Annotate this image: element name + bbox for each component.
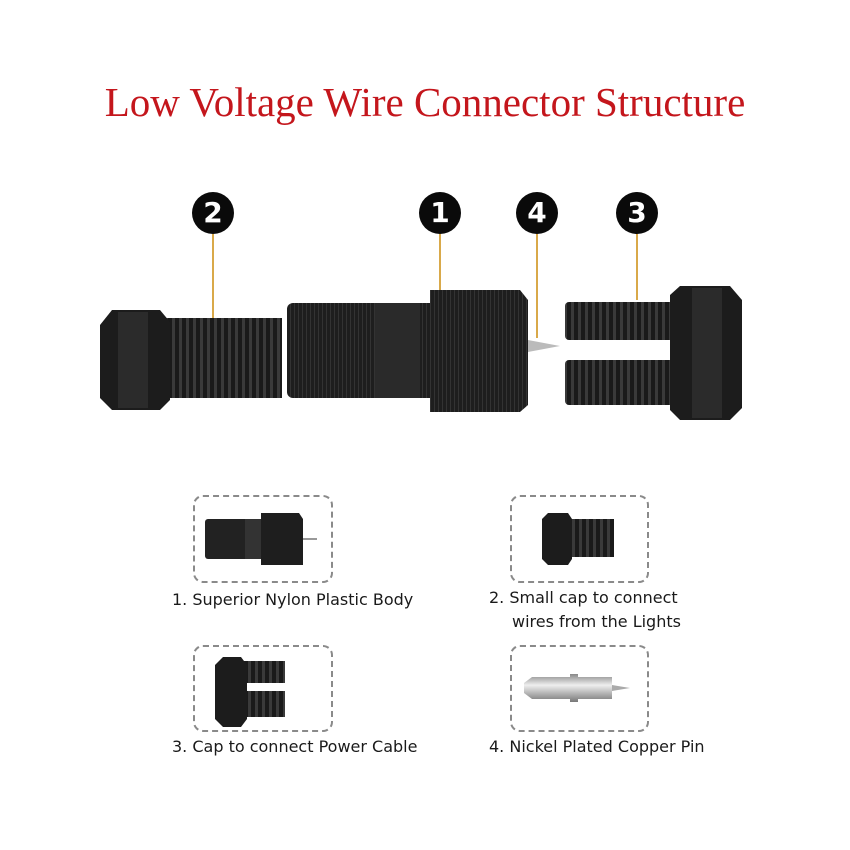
caption-body: 1. Superior Nylon Plastic Body	[172, 590, 414, 609]
nylon-body-part	[287, 290, 528, 412]
caption-pin: 4. Nickel Plated Copper Pin	[489, 737, 705, 756]
body-thumbnail-box	[193, 495, 333, 583]
pin-thumbnail	[524, 674, 630, 702]
body-thumbnail	[205, 513, 317, 565]
small-cap-thumbnail	[542, 513, 614, 565]
caption-small-cap-line2: wires from the Lights	[512, 612, 681, 631]
power-cap-thumbnail-box	[193, 645, 333, 732]
power-cap-part	[565, 286, 742, 420]
caption-power-cap: 3. Cap to connect Power Cable	[172, 737, 418, 756]
small-cap-part	[100, 310, 282, 410]
caption-small-cap-line1: 2. Small cap to connect	[489, 588, 678, 607]
pin-part	[528, 340, 560, 352]
callout-badge-3: 3	[616, 192, 658, 234]
diagram-title: Low Voltage Wire Connector Structure	[104, 79, 746, 125]
callout-badge-4: 4	[516, 192, 558, 234]
leader-lines	[212, 234, 638, 338]
callout-badge-1: 1	[419, 192, 461, 234]
power-cap-thumbnail	[215, 657, 285, 727]
small-cap-thumbnail-box	[510, 495, 649, 583]
pin-thumbnail-box	[510, 645, 649, 732]
callout-badge-2: 2	[192, 192, 234, 234]
